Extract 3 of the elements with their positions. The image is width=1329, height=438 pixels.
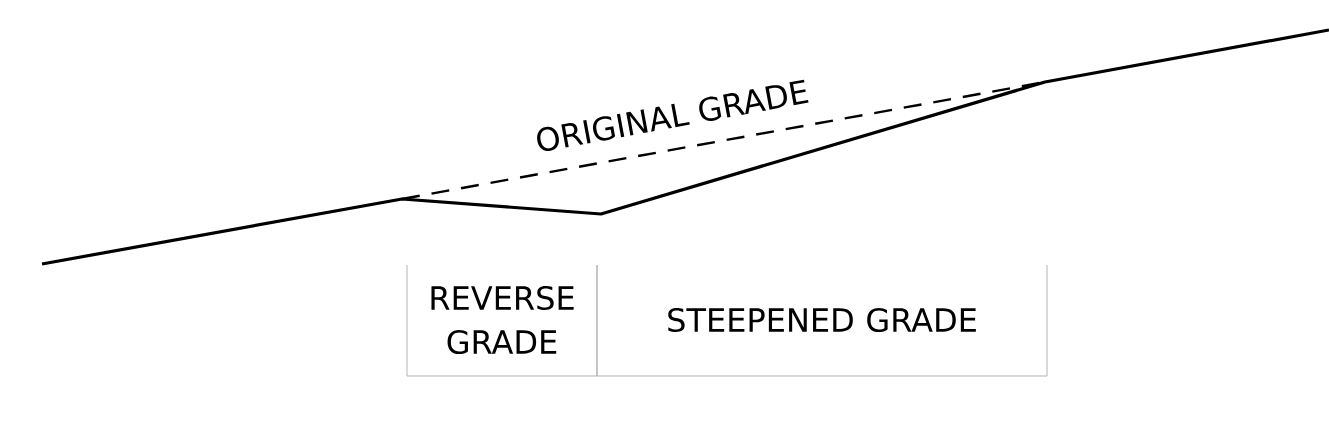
grade-label: ORIGINAL GRADE: [537, 79, 809, 152]
grade-box: STEEPENED GRADE: [596, 264, 1048, 377]
grade-box: REVERSE GRADE: [406, 264, 598, 377]
